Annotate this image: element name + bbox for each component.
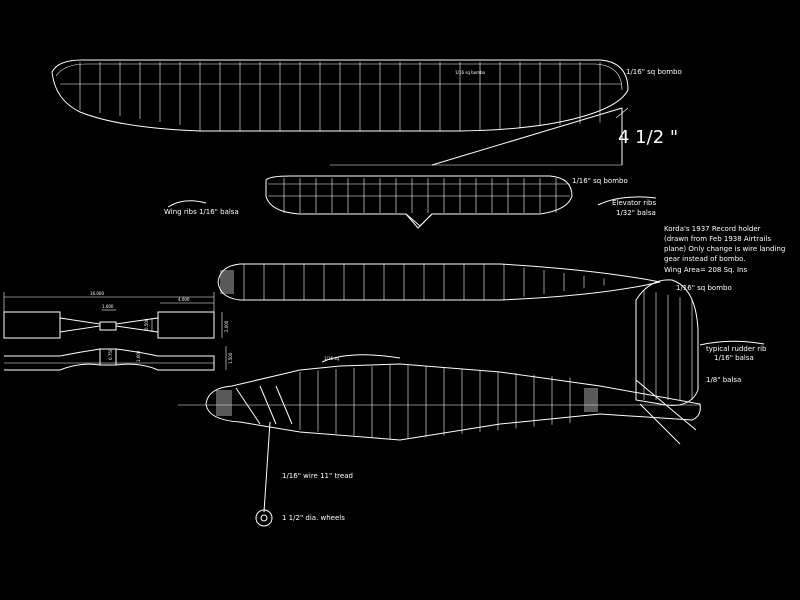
pylon-airfoil	[321, 354, 401, 363]
elevator-rib-label-1: Elevator ribs	[612, 199, 657, 207]
fuselage-top-view	[217, 263, 661, 301]
wheels-label: 1 1/2" dia. wheels	[282, 514, 345, 522]
dim-c: 2.000	[224, 320, 229, 332]
dim-e: 1.500	[228, 352, 233, 364]
rudder-rib-label-2: 1/16" balsa	[714, 354, 754, 362]
elevator-planform	[265, 175, 573, 229]
wing-height-dim: 4 1/2 "	[618, 127, 678, 148]
dim-hub: 4.000	[178, 297, 190, 302]
elevator-spar-label: 1/16" sq bombo	[572, 177, 628, 185]
elevator-rib-airfoil	[597, 196, 657, 206]
gear-label: 1/16" wire 11" tread	[282, 472, 353, 480]
propeller-detail	[3, 292, 227, 371]
rudder-spar-label: 1/16" sq bombo	[676, 284, 732, 292]
elevator-rib-label-2: 1/32" balsa	[616, 209, 656, 217]
dim-total: 16.000	[90, 291, 104, 296]
notes-block: Korda's 1937 Record holder (drawn from F…	[664, 225, 785, 274]
wing-rib-label: Wing ribs 1/16" balsa	[164, 208, 239, 216]
dim-b: 0.500	[144, 318, 149, 330]
note-line-3: plane) Only change is wire landing	[664, 245, 785, 253]
rudder-rib-label-1: typical rudder rib	[706, 345, 767, 353]
dim-f: 0.750	[108, 348, 113, 360]
rudder-rib-airfoil	[699, 340, 765, 346]
note-line-5: Wing Area= 208 Sq. Ins	[664, 266, 747, 274]
note-line-2: (drawn from Feb 1938 Airtrails	[664, 235, 771, 243]
dim-a: 1.000	[102, 304, 114, 309]
balsa-eighth-label: 1/8" balsa	[706, 376, 741, 384]
wing-spar-small: 1/16 sq bombo	[455, 70, 486, 75]
dim-d: 1.000	[136, 350, 141, 362]
wing-spar-label: 1/16" sq bombo	[626, 68, 682, 76]
wing-rib-airfoil	[167, 200, 207, 208]
note-line-1: Korda's 1937 Record holder	[664, 225, 761, 233]
pylon-label: 1/16 sq	[324, 356, 339, 361]
wing-planform	[51, 59, 629, 166]
fuselage-side-view: 1/16 sq	[178, 279, 701, 527]
note-line-4: gear instead of bombo.	[664, 255, 746, 263]
